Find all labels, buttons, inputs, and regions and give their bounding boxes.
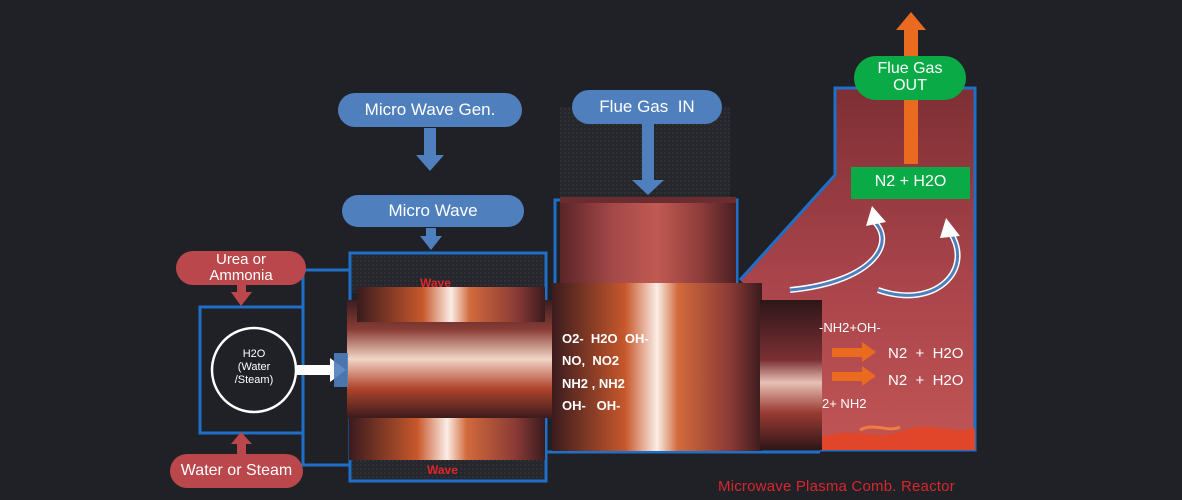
microwave-generator-text: Micro Wave Gen.	[364, 100, 496, 120]
species-line-4: OH- OH-	[562, 398, 621, 413]
swirl-arrow-left	[789, 206, 886, 293]
exit-tube	[760, 300, 822, 450]
swirl-arrow-right	[877, 218, 961, 299]
flue-gas-in-label: Flue Gas IN	[572, 90, 722, 124]
reactor-species-bottom: 2+ NH2	[822, 396, 867, 411]
water-source-circle	[210, 326, 298, 414]
h2o-text-1: H2O	[242, 348, 266, 360]
product-box-text: N2 + H2O	[874, 173, 947, 190]
microwave-cavity-top	[352, 253, 547, 293]
reactor-title: Microwave Plasma Comb. Reactor	[718, 478, 955, 495]
urea-text-1: Urea or	[215, 251, 267, 269]
urea-text-2: Ammonia	[209, 267, 273, 284]
species-line-1: O2- H2O OH-	[562, 331, 649, 346]
product-line-2: N2 + H2O	[888, 372, 964, 389]
h2o-text-3: /Steam)	[234, 374, 274, 386]
flue-gas-out-text-1: Flue Gas	[877, 60, 943, 78]
flue-gas-out-text-2: OUT	[893, 77, 927, 94]
microwave-gen-arrow	[416, 128, 444, 171]
species-line-2: NO, NO2	[562, 353, 620, 368]
water-steam-arrow	[231, 432, 252, 455]
species-line-3: NH2 , NH2	[562, 376, 625, 391]
combustion-chamber	[552, 283, 762, 451]
microwave-arrow	[420, 228, 442, 250]
water-or-steam-label: Water or Steam	[170, 454, 303, 488]
h2o-text-2: (Water	[237, 361, 271, 373]
flue-gas-in-arrow	[632, 122, 664, 195]
inlet-cylinder	[560, 200, 736, 285]
microwave-generator-label: Micro Wave Gen.	[338, 93, 522, 127]
water-or-steam-text: Water or Steam	[180, 461, 293, 479]
h2o-label: H2O (Water /Steam)	[212, 348, 296, 387]
product-arrow-1	[832, 342, 876, 362]
side-tube-top	[357, 287, 545, 322]
side-tube-bottom	[349, 418, 545, 460]
microwave-label: Micro Wave	[342, 195, 524, 227]
product-arrow-2	[832, 366, 876, 386]
reactor-species-top: -NH2+OH-	[819, 320, 881, 335]
wave-top-label: Wave	[420, 276, 451, 290]
urea-ammonia-label: Urea or Ammonia	[176, 251, 306, 285]
urea-arrow	[231, 284, 252, 306]
flue-gas-out-arrow	[896, 12, 926, 164]
product-box	[851, 167, 970, 199]
wave-bottom-label: Wave	[427, 463, 458, 477]
microwave-text: Micro Wave	[388, 201, 478, 221]
flue-gas-in-text: Flue Gas IN	[599, 97, 695, 117]
product-line-1: N2 + H2O	[888, 345, 964, 362]
flue-gas-out-label: Flue Gas OUT	[854, 56, 966, 100]
